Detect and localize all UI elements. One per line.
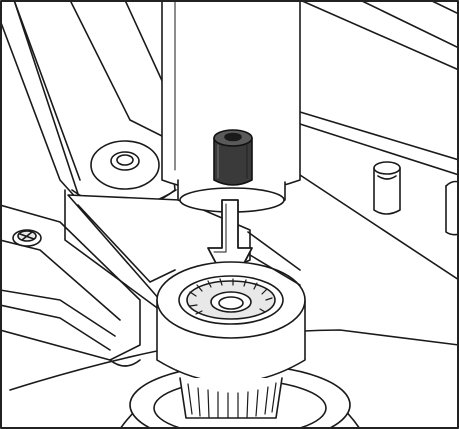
threaded-insert [213,129,253,186]
spring-collet [178,275,284,325]
pivot-boss [90,140,160,190]
background-rails [299,0,459,281]
guide-pins [373,161,459,236]
drill-housing [161,0,301,213]
collet-fingers [179,377,283,419]
guide-pin-left [373,161,401,215]
screw [12,229,42,247]
